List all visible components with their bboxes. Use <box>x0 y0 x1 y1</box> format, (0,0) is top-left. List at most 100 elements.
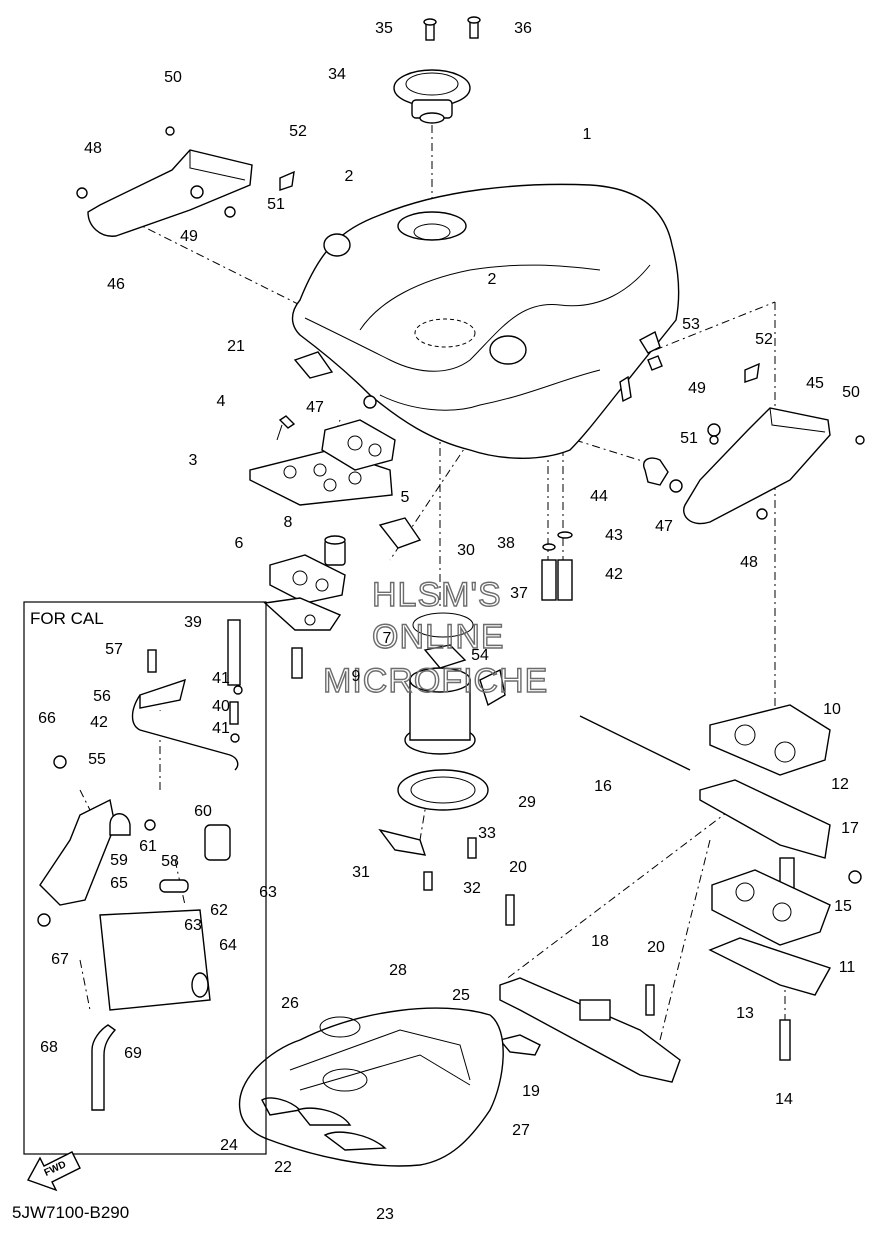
callout-47: 47 <box>655 518 673 535</box>
callout-51: 51 <box>680 430 698 447</box>
callout-51: 51 <box>267 196 285 213</box>
callout-8: 8 <box>284 514 293 531</box>
callout-40: 40 <box>212 698 230 715</box>
callout-31: 31 <box>352 864 370 881</box>
callout-2: 2 <box>488 271 497 288</box>
callout-49: 49 <box>180 228 198 245</box>
callout-68: 68 <box>40 1039 58 1056</box>
callout-55: 55 <box>88 751 106 768</box>
callout-9: 9 <box>352 668 361 685</box>
callout-50: 50 <box>842 384 860 401</box>
callout-56: 56 <box>93 688 111 705</box>
callout-49: 49 <box>688 380 706 397</box>
fwd-arrow: FWD <box>26 1151 81 1192</box>
fuel-pump <box>378 612 506 891</box>
rear-bracket <box>498 894 681 1083</box>
callout-15: 15 <box>834 898 852 915</box>
callout-53: 53 <box>682 316 700 333</box>
callout-layer: 1223456789101112131415161718192020212223… <box>38 20 860 1223</box>
hoses <box>541 531 573 601</box>
callout-1: 1 <box>583 126 592 143</box>
callout-59: 59 <box>110 852 128 869</box>
callout-24: 24 <box>220 1137 238 1154</box>
callout-22: 22 <box>274 1159 292 1176</box>
watermark-line-1: HLSM'S <box>372 576 502 614</box>
right-bracket <box>643 355 865 525</box>
box-title: FOR CAL <box>30 609 104 628</box>
callout-69: 69 <box>124 1045 142 1062</box>
callout-11: 11 <box>839 959 856 976</box>
lower-covers <box>238 1007 504 1167</box>
filler-cap <box>393 16 481 124</box>
callout-63: 63 <box>184 917 202 934</box>
callout-44: 44 <box>590 488 608 505</box>
callout-26: 26 <box>281 995 299 1012</box>
callout-65: 65 <box>110 875 128 892</box>
callout-60: 60 <box>194 803 212 820</box>
callout-57: 57 <box>105 641 123 658</box>
callout-20: 20 <box>509 859 527 876</box>
mount-plates <box>249 351 422 679</box>
callout-5: 5 <box>401 489 410 506</box>
callout-10: 10 <box>823 701 841 718</box>
callout-29: 29 <box>518 794 536 811</box>
callout-27: 27 <box>512 1122 530 1139</box>
callout-16: 16 <box>594 778 612 795</box>
callout-6: 6 <box>235 535 244 552</box>
callout-64: 64 <box>219 937 237 954</box>
callout-62: 62 <box>210 902 228 919</box>
for-cal-box: FOR CAL <box>23 601 267 1155</box>
callout-41: 41 <box>212 670 230 687</box>
callout-61: 61 <box>139 838 157 855</box>
callout-7: 7 <box>383 630 392 647</box>
callout-35: 35 <box>375 20 393 37</box>
callout-18: 18 <box>591 933 609 950</box>
callout-30: 30 <box>457 542 475 559</box>
callout-42: 42 <box>90 714 108 731</box>
callout-54: 54 <box>471 647 489 664</box>
callout-50: 50 <box>164 69 182 86</box>
callout-25: 25 <box>452 987 470 1004</box>
callout-4: 4 <box>217 393 226 410</box>
callout-2: 2 <box>345 168 354 185</box>
callout-66: 66 <box>38 710 56 727</box>
callout-39: 39 <box>184 614 202 631</box>
callout-52: 52 <box>289 123 307 140</box>
callout-20: 20 <box>647 939 665 956</box>
callout-47: 47 <box>306 399 324 416</box>
callout-28: 28 <box>389 962 407 979</box>
callout-42: 42 <box>605 566 623 583</box>
watermark-line-3: MICROFICHE <box>323 662 548 700</box>
callout-43: 43 <box>605 527 623 544</box>
callout-38: 38 <box>497 535 515 552</box>
callout-34: 34 <box>328 66 346 83</box>
callout-58: 58 <box>161 853 179 870</box>
callout-14: 14 <box>775 1091 793 1108</box>
callout-19: 19 <box>522 1083 540 1100</box>
callout-46: 46 <box>107 276 125 293</box>
rear-mount <box>579 704 862 1061</box>
diagram-caption: 5JW7100-B290 <box>12 1203 129 1222</box>
callout-67: 67 <box>51 951 69 968</box>
callout-48: 48 <box>740 554 758 571</box>
callout-37: 37 <box>510 585 528 602</box>
callout-63: 63 <box>259 884 277 901</box>
callout-12: 12 <box>831 776 849 793</box>
callout-36: 36 <box>514 20 532 37</box>
left-bracket <box>76 126 295 237</box>
callout-52: 52 <box>755 331 773 348</box>
callout-45: 45 <box>806 375 824 392</box>
callout-23: 23 <box>376 1206 394 1223</box>
callout-41: 41 <box>212 720 230 737</box>
callout-13: 13 <box>736 1005 754 1022</box>
callout-32: 32 <box>463 880 481 897</box>
callout-3: 3 <box>189 452 198 469</box>
fuel-tank <box>291 183 680 459</box>
callout-48: 48 <box>84 140 102 157</box>
callout-21: 21 <box>227 338 245 355</box>
watermark: HLSM'S ONLINE MICROFICHE <box>322 575 548 700</box>
watermark-line-2: ONLINE <box>372 618 505 656</box>
callout-33: 33 <box>478 825 496 842</box>
callout-17: 17 <box>841 820 859 837</box>
